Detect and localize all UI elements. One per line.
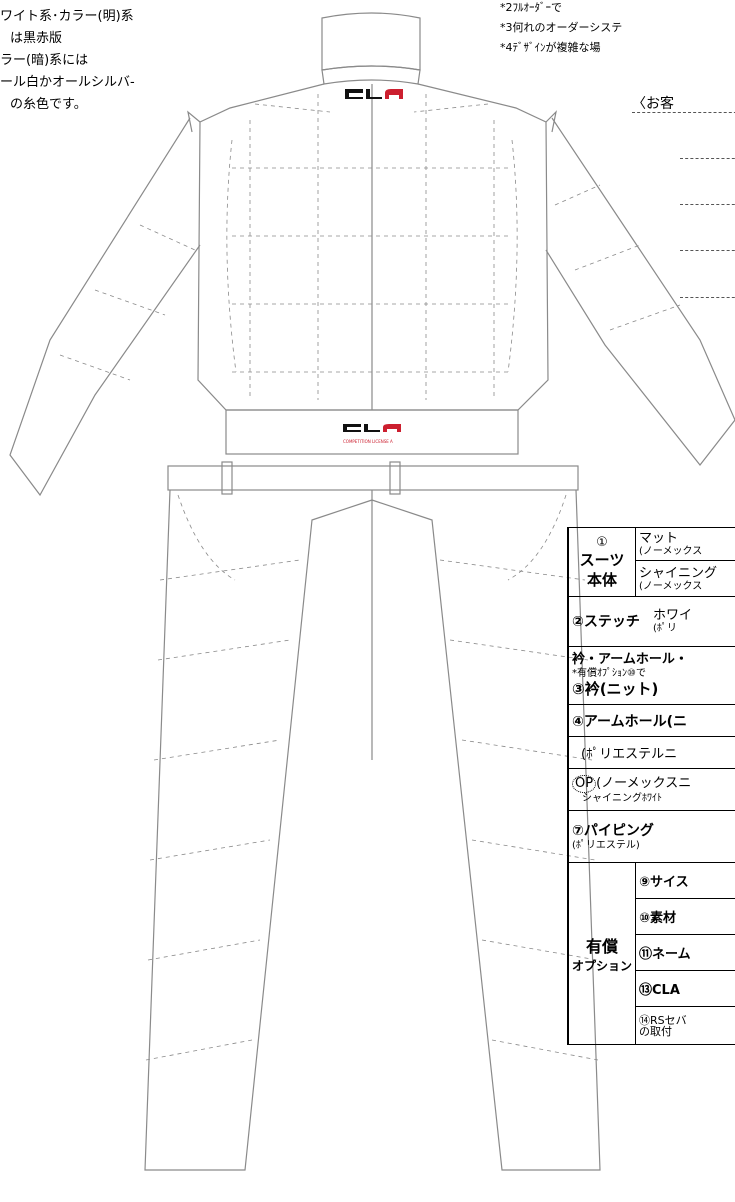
customer-label: 〈お客	[632, 96, 674, 112]
paid-options-cell: 有償 オプション	[567, 862, 637, 1045]
polyester-rib-row: (ﾎﾟリエステルニ	[567, 736, 735, 769]
collar-logo	[345, 86, 403, 105]
stitch-value: ホワイ	[652, 608, 692, 623]
piping-row: ⑦パイピング (ﾎﾟリエステル)	[567, 810, 735, 863]
note-line: ワイト系･カラー(明)系	[0, 9, 134, 24]
paid-option-cla: ⑬CLA	[635, 970, 735, 1007]
note-line: は黒赤版	[10, 31, 63, 46]
pants-quilting	[145, 494, 599, 1061]
armhole-row: ④アームホール(ニ	[567, 704, 735, 737]
suit-body-label: スーツ本体	[579, 550, 625, 589]
option-sub: (ノーメックス	[639, 580, 703, 592]
note-line: *4ﾃﾞｻﾞｲﾝが複雑な場	[500, 41, 601, 54]
jacket-outline	[9, 12, 735, 497]
nomex-sub: シャイニングﾎﾜｲﾄ	[582, 793, 662, 804]
nomex-label: (ノーメックスニ	[596, 776, 692, 791]
stitch-row: ②ステッチ ホワイ (ﾎﾟリ	[567, 596, 735, 647]
note-line: *3何れのオーダーシステ	[500, 21, 623, 34]
stitch-label: ②ステッチ	[572, 614, 640, 630]
matte-option: マット (ノーメックス	[635, 527, 735, 561]
spec-table: ① スーツ本体 マット (ノーメックス シャイニング (ノーメックス ②ステッチ…	[567, 527, 735, 1045]
collar-header: 衿・アームホール・	[572, 652, 688, 667]
op-badge: OP	[572, 775, 597, 793]
jacket-quilting	[59, 94, 681, 400]
collar-row: 衿・アームホール・ *有償ｵﾌﾟｼｮﾝ⑩で ③衿(ニット)	[567, 646, 735, 705]
color-notes: ワイト系･カラー(明)系 は黒赤版 ラー(暗)系には ール白かオールシルバ- の…	[0, 6, 135, 116]
paid-option-rs: ⑭RSセバ の取付	[635, 1006, 735, 1045]
shining-option: シャイニング (ノーメックス	[635, 560, 735, 597]
customer-underline	[632, 112, 735, 113]
order-notes: *2ﾌﾙｵｰﾀﾞｰで *3何れのオーダーシステ *4ﾃﾞｻﾞｲﾝが複雑な場	[500, 0, 622, 58]
nomex-option-row: OP(ノーメックスニ シャイニングﾎﾜｲﾄ	[567, 768, 735, 811]
waist-logo: COMPETITION LICENSE A	[343, 421, 405, 444]
note-line: の糸色です。	[10, 97, 87, 112]
entry-line	[680, 297, 735, 298]
cla-logo-icon	[343, 424, 401, 432]
note-line: *2ﾌﾙｵｰﾀﾞｰで	[500, 1, 562, 14]
paid-option-name: ⑪ネーム	[635, 934, 735, 971]
suit-body-num: ①	[596, 534, 608, 550]
suit-body-cell: ① スーツ本体	[567, 527, 637, 597]
cla-logo-icon	[345, 89, 403, 99]
option-label: シャイニング	[639, 565, 718, 581]
paid-option-size: ⑨サイス	[635, 862, 735, 899]
paid-label: 有償	[586, 937, 619, 956]
option-sub: (ノーメックス	[639, 545, 703, 557]
collar-note: *有償ｵﾌﾟｼｮﾝ⑩で	[572, 668, 646, 679]
note-line: ール白かオールシルバ-	[0, 75, 135, 90]
piping-sub: (ﾎﾟリエステル)	[572, 840, 640, 851]
collar-label: ③衿(ニット)	[572, 680, 659, 698]
rs-label: ⑭RSセバ	[639, 1013, 687, 1027]
pants-outline	[144, 461, 601, 1171]
paid-sub: オプション	[572, 959, 633, 973]
entry-line	[680, 250, 735, 251]
logo-subtitle: COMPETITION LICENSE A	[343, 439, 393, 444]
rs-sub: の取付	[639, 1024, 673, 1038]
paid-option-material: ⑩素材	[635, 898, 735, 935]
entry-line	[680, 158, 735, 159]
note-line: ラー(暗)系には	[0, 53, 89, 68]
piping-label: ⑦パイピング	[572, 823, 654, 839]
stitch-sub: (ﾎﾟリ	[652, 623, 677, 634]
entry-line	[680, 204, 735, 205]
option-label: マット	[639, 530, 679, 546]
